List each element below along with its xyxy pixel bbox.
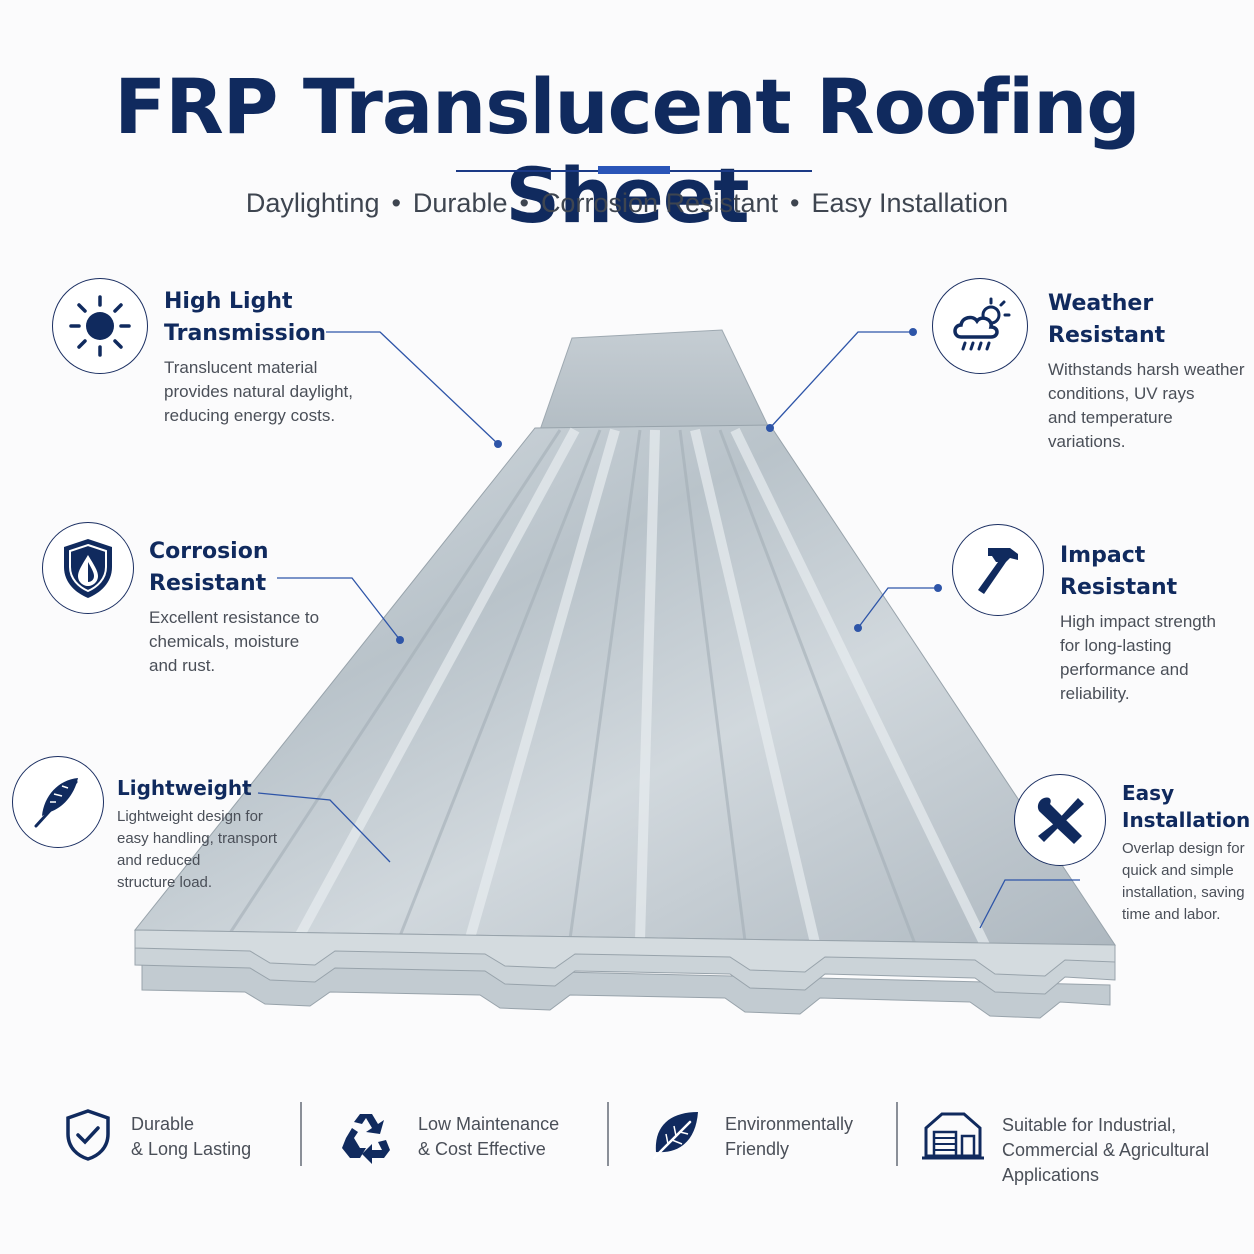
feature-title: Weather <box>1048 291 1154 316</box>
feature-title: Impact <box>1060 543 1146 568</box>
title-rule-right <box>670 170 812 172</box>
feature-desc: High impact strength <box>1060 612 1216 631</box>
subtitle-item: Easy Installation <box>811 188 1009 218</box>
feature-title: Installation <box>1122 808 1251 832</box>
hammer-icon <box>978 548 1018 594</box>
feature-desc: Overlap design for <box>1122 840 1245 857</box>
sheet-front-edge <box>134 929 1116 977</box>
feature-desc: for long-lasting <box>1060 636 1172 655</box>
subtitle-separator: • <box>519 188 529 218</box>
feature-desc: provides natural daylight, <box>164 382 354 401</box>
feature-title: Transmission <box>164 321 327 346</box>
benefit-line: Applications <box>1002 1165 1100 1185</box>
feature-high-light: High Light Transmission Translucent mate… <box>164 286 353 428</box>
feature-corrosion: Corrosion Resistant Excellent resistance… <box>149 536 319 678</box>
feature-title: Resistant <box>149 571 267 596</box>
feature-desc: conditions, UV rays <box>1048 384 1195 403</box>
subtitle-separator: • <box>790 188 800 218</box>
callout-dots <box>396 328 942 644</box>
feature-easy-install: Easy Installation Overlap design for qui… <box>1122 780 1250 926</box>
feature-icon-high-light <box>52 278 148 374</box>
subtitle-separator: • <box>391 188 401 218</box>
feature-desc: Translucent material <box>164 358 318 377</box>
benefit-divider <box>607 1102 609 1166</box>
warehouse-icon <box>922 1112 984 1160</box>
feature-desc: and reduced <box>117 852 201 869</box>
feature-desc: performance and <box>1060 660 1189 679</box>
benefit-line: Commercial & Agricultural <box>1002 1140 1210 1160</box>
benefit-line: Durable <box>131 1114 195 1134</box>
feature-title: Resistant <box>1048 323 1166 348</box>
benefit-line: Environmentally <box>725 1114 854 1134</box>
feature-desc: Withstands harsh weather <box>1048 360 1245 379</box>
callout-lines <box>257 331 1080 929</box>
feature-icon-impact <box>952 524 1044 616</box>
title-rule-center <box>598 166 670 174</box>
back-sheet <box>539 329 771 431</box>
feature-title: Easy <box>1122 781 1175 805</box>
benefit-line: Low Maintenance <box>418 1114 560 1134</box>
shield-drop-icon <box>64 539 112 598</box>
leaf-icon <box>652 1112 698 1160</box>
feature-desc: quick and simple <box>1122 862 1234 879</box>
feature-desc: variations. <box>1048 432 1126 451</box>
benefit-line: & Cost Effective <box>418 1139 546 1159</box>
feature-icon-weather <box>932 278 1028 374</box>
feature-desc: reliability. <box>1060 684 1130 703</box>
feather-icon <box>34 778 78 828</box>
title-rule-left <box>456 170 598 172</box>
feature-desc: structure load. <box>117 874 213 891</box>
sun-icon <box>69 295 131 357</box>
feature-desc: and rust. <box>149 656 216 675</box>
recycle-icon <box>342 1114 390 1164</box>
benefit-divider <box>300 1102 302 1166</box>
subtitle-item: Durable <box>412 188 508 218</box>
feature-title: Lightweight <box>117 776 252 800</box>
sheet-stack-bottom <box>141 961 1111 1019</box>
feature-desc: and temperature <box>1048 408 1173 427</box>
feature-desc: Lightweight design for <box>117 808 263 825</box>
subtitle: Daylighting • Durable • Corrosion Resistant •… <box>0 188 1254 219</box>
benefit-applications: Suitable for Industrial, Commercial & Ag… <box>1002 1113 1209 1188</box>
feature-title: High Light <box>164 289 293 314</box>
shield-check-icon <box>66 1109 110 1161</box>
feature-desc: reducing energy costs. <box>164 406 336 425</box>
feature-title: Resistant <box>1060 575 1178 600</box>
feature-lightweight: Lightweight Lightweight design for easy … <box>117 774 277 894</box>
subtitle-item: Daylighting <box>245 188 380 218</box>
subtitle-item: Corrosion Resistant <box>540 188 779 218</box>
page-title: FRP Translucent Roofing Sheet <box>114 62 1140 240</box>
feature-desc: Excellent resistance to <box>149 608 320 627</box>
feature-desc: time and labor. <box>1122 906 1221 923</box>
feature-icon-corrosion <box>42 522 134 614</box>
feature-desc: easy handling, transport <box>117 830 278 847</box>
benefit-line: Suitable for Industrial, <box>1002 1115 1177 1135</box>
cloud-rain-sun-icon <box>953 297 1011 351</box>
main-sheet <box>133 424 1116 946</box>
benefit-line: Friendly <box>725 1139 790 1159</box>
feature-icon-lightweight <box>12 756 104 848</box>
feature-weather: Weather Resistant Withstands harsh weath… <box>1048 288 1245 454</box>
benefit-maintenance: Low Maintenance & Cost Effective <box>418 1112 559 1162</box>
benefit-divider <box>896 1102 898 1166</box>
benefit-line: & Long Lasting <box>131 1139 252 1159</box>
sheet-ribs <box>295 427 990 948</box>
wrench-screwdriver-icon <box>1037 797 1084 844</box>
feature-icon-easy-install <box>1014 774 1106 866</box>
feature-desc: chemicals, moisture <box>149 632 300 651</box>
feature-title: Corrosion <box>149 539 269 564</box>
benefit-durable: Durable & Long Lasting <box>131 1112 251 1162</box>
feature-impact: Impact Resistant High impact strength fo… <box>1060 540 1216 706</box>
feature-desc: installation, saving <box>1122 884 1245 901</box>
benefit-eco: Environmentally Friendly <box>725 1112 853 1162</box>
